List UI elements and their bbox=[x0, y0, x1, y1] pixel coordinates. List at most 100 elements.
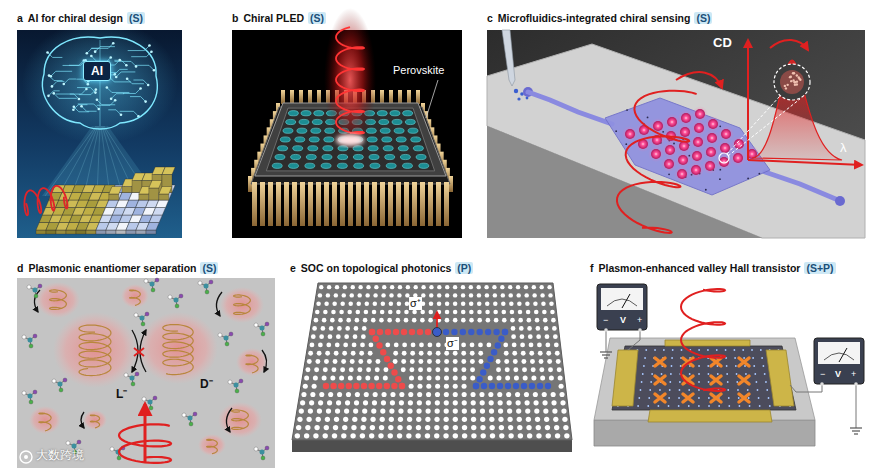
topological-photonics-art-part bbox=[333, 425, 338, 430]
enantiomer-separation-art-part bbox=[124, 373, 128, 377]
topological-photonics-art-part bbox=[412, 318, 417, 323]
topological-photonics-art-part bbox=[557, 367, 562, 372]
topological-photonics-art-part bbox=[404, 318, 409, 323]
microfluidic-sensor-art-part bbox=[664, 159, 674, 169]
topological-photonics-art-part bbox=[479, 359, 484, 364]
topological-photonics-art-part bbox=[312, 384, 317, 389]
topological-photonics-art-part bbox=[304, 433, 309, 438]
topological-photonics-art-part bbox=[490, 425, 495, 430]
topological-photonics-art-part bbox=[471, 433, 476, 438]
topological-photonics-art-part bbox=[350, 359, 355, 364]
topological-photonics-art-part bbox=[513, 367, 518, 372]
ai-design-art-part bbox=[22, 20, 178, 144]
topological-photonics-art-part bbox=[338, 383, 344, 389]
topological-photonics-art-part bbox=[363, 400, 368, 405]
topological-photonics-art-part bbox=[485, 310, 490, 315]
topological-photonics-art-part bbox=[428, 343, 433, 348]
valley-hall-transistor-art-part bbox=[679, 389, 681, 391]
topological-photonics-art-part bbox=[396, 310, 401, 315]
topological-photonics-art-part bbox=[462, 417, 467, 422]
enantiomer-separation-art-part bbox=[138, 312, 218, 384]
topological-photonics-art-part bbox=[314, 425, 319, 430]
enantiomer-separation-art-part bbox=[50, 290, 67, 310]
ai-design-art-part bbox=[95, 47, 115, 52]
microfluidic-sensor-art-part bbox=[677, 169, 687, 179]
microfluidic-sensor-art-part bbox=[695, 109, 705, 119]
microfluidic-sensor-art-part bbox=[674, 166, 690, 182]
valley-hall-transistor-art-part bbox=[751, 349, 753, 351]
topological-photonics-art-part bbox=[453, 310, 458, 315]
topological-photonics-art-part bbox=[461, 310, 466, 315]
enantiomer-separation-art-part bbox=[34, 294, 38, 298]
topological-photonics-art-part bbox=[396, 318, 401, 323]
chiral-pled-art-part bbox=[275, 154, 285, 159]
topological-photonics-art-part bbox=[469, 318, 474, 323]
microfluidic-sensor-art-part bbox=[691, 165, 701, 175]
topological-photonics-art-part bbox=[488, 392, 493, 397]
chiral-pled-art-part bbox=[353, 154, 363, 159]
enantiomer-separation-art-part bbox=[260, 326, 265, 331]
enantiomer-separation-art-part bbox=[72, 444, 77, 449]
microfluidic-sensor-art-part bbox=[691, 120, 707, 136]
topological-photonics-art-part bbox=[527, 326, 532, 331]
topological-photonics-art-part bbox=[349, 367, 354, 372]
topological-photonics-art-part bbox=[346, 383, 352, 389]
topological-photonics-art-part bbox=[562, 417, 567, 422]
enantiomer-separation-art-part bbox=[254, 447, 258, 451]
chiral-pled-art-part bbox=[340, 182, 345, 226]
topological-photonics-art-part bbox=[399, 400, 404, 405]
topological-photonics-art-part bbox=[427, 367, 432, 372]
chiral-pled-art-part bbox=[380, 128, 390, 133]
topological-photonics-art-part bbox=[453, 367, 458, 372]
topological-photonics-art-part bbox=[331, 367, 336, 372]
topological-photonics-art-part bbox=[548, 293, 552, 297]
enantiomer-separation-art-part bbox=[79, 325, 111, 376]
microfluidic-sensor-art-part bbox=[668, 173, 670, 175]
panel-frame: dPlasmonic enantiomer separation(S) bbox=[17, 258, 275, 468]
valley-hall-transistor-art-part bbox=[708, 373, 710, 375]
microfluidic-sensor-art-part bbox=[747, 177, 749, 179]
topological-photonics-art-part bbox=[316, 417, 321, 422]
valley-hall-transistor-art-part bbox=[612, 350, 638, 406]
topological-photonics-art-part bbox=[453, 351, 458, 356]
chiral-pled-art-part bbox=[416, 154, 426, 159]
topological-photonics-art-part bbox=[443, 433, 448, 438]
topological-photonics-art-part bbox=[334, 293, 338, 297]
enantiomer-separation-art-part bbox=[216, 292, 222, 316]
topological-photonics-art-part bbox=[535, 318, 540, 323]
topological-photonics-art-part bbox=[461, 359, 466, 364]
chiral-pled-art-part bbox=[428, 182, 433, 226]
topological-photonics-art-part bbox=[427, 376, 432, 381]
microfluidic-sensor-art-part bbox=[786, 84, 788, 86]
topological-photonics-art-part bbox=[391, 369, 397, 375]
topological-photonics-art-part bbox=[470, 367, 475, 372]
topological-photonics-art-part bbox=[529, 383, 535, 389]
axis-label: λ bbox=[840, 141, 847, 156]
topological-photonics-art-part bbox=[351, 351, 356, 356]
enantiomer-separation-art-part bbox=[144, 404, 147, 462]
valley-hall-transistor-art-part bbox=[671, 365, 673, 367]
topological-photonics-art-part bbox=[555, 433, 560, 438]
topological-photonics-art-part bbox=[516, 400, 521, 405]
valley-hall-transistor-art-part bbox=[727, 389, 729, 391]
ai-design-art-part bbox=[159, 194, 169, 200]
topological-photonics-art-part bbox=[511, 334, 516, 339]
valley-hall-transistor-art-part bbox=[752, 357, 754, 359]
ai-design-art-part bbox=[109, 56, 112, 59]
topological-photonics-art-part bbox=[301, 392, 306, 397]
topological-photonics-art-part bbox=[308, 351, 313, 356]
topological-photonics-art-part bbox=[552, 326, 557, 331]
chiral-pled-art-part bbox=[276, 182, 281, 226]
topological-photonics-art-part bbox=[383, 376, 388, 381]
topological-photonics-art-part bbox=[445, 318, 450, 323]
terminal-sign: + bbox=[637, 315, 642, 325]
microfluidic-sensor-art-part bbox=[665, 145, 675, 155]
microfluidic-sensor-art-part bbox=[784, 85, 786, 87]
topological-photonics-art-part bbox=[361, 383, 367, 389]
spin-label: σ⁺ bbox=[409, 297, 422, 310]
topological-photonics-art-part bbox=[366, 285, 370, 289]
ai-design-art-part bbox=[52, 81, 64, 86]
microfluidic-sensor-art-part bbox=[625, 143, 627, 145]
topological-photonics-art-part bbox=[445, 285, 449, 289]
topological-photonics-art-part bbox=[539, 367, 544, 372]
